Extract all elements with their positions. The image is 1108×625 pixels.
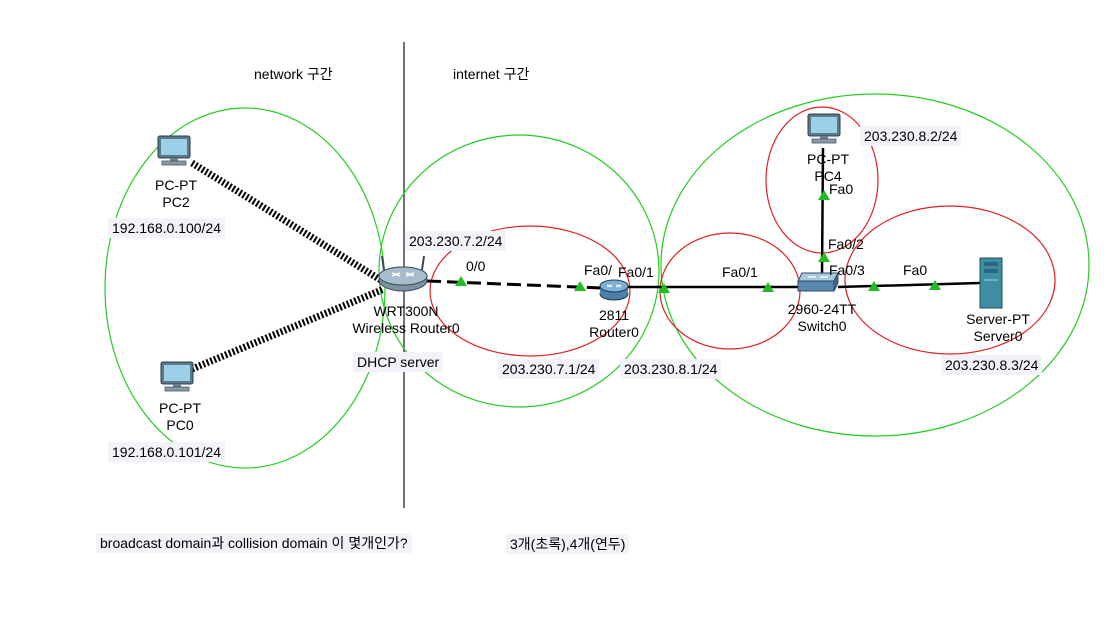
wireless-link-pc2 [190,160,386,285]
server-icon[interactable] [979,257,1003,309]
link-up-indicator [658,283,670,293]
port-label-wrt-wan: 0/0 [466,258,486,274]
switch-label: 2960-24TT Switch0 [774,301,870,335]
pc4-label: PC-PT PC4 [796,151,860,184]
port-label-switch-up: Fa0/2 [828,236,864,252]
device-type: Server-PT [966,311,1030,327]
zone-label-internet: internet 구간 [453,66,530,82]
link-up-indicator [818,252,830,262]
router-ip-left: 203.230.7.1/24 [498,359,600,379]
zone-label-network: network 구간 [254,66,333,82]
port-label-server: Fa0 [903,262,928,278]
device-name: Wireless Router0 [352,320,460,336]
question-note: broadcast domain과 collision domain 이 몇개인… [96,533,412,553]
broadcast-domain-server-lan [660,93,1090,437]
port-label-router-left: Fa0/ [584,262,613,278]
device-type: 2811 [598,307,630,323]
port-label-router-right: Fa0/1 [618,264,654,280]
device-type: 2960-24TT [787,301,857,317]
wireless-link-pc0 [190,285,386,373]
device-type: PC-PT [807,151,849,167]
pc-icon[interactable] [807,113,841,144]
server-ip: 203.230.8.3/24 [941,355,1043,375]
router-ip-right: 203.230.8.1/24 [620,359,722,379]
device-name: Router0 [589,324,639,340]
collision-domain-server [844,205,1056,355]
link-up-indicator [455,276,467,286]
device-type: WRT300N [373,303,439,319]
pc0-label: PC-PT PC0 [148,400,212,434]
port-label-pc4: Fa0 [829,181,854,197]
link-up-indicator [929,280,941,290]
pc2-label: PC-PT PC2 [144,177,208,211]
link-up-indicator [762,282,774,292]
broadcast-domain-wan [378,134,660,408]
pc-icon[interactable] [160,361,194,392]
device-name: PC0 [166,417,194,433]
router-icon[interactable] [599,279,629,301]
link-up-indicator [574,281,586,291]
port-label-switch-right: Fa0/3 [829,262,865,278]
device-type: PC-PT [155,177,197,193]
broadcast-domain-lan [104,107,386,469]
port-label-switch-left: Fa0/1 [722,264,758,280]
link-up-indicator [868,281,880,291]
dhcp-server-label: DHCP server [353,352,444,372]
router-label: 2811 Router0 [584,307,644,341]
link-up-indicator [818,190,830,200]
server-label: Server-PT Server0 [950,311,1046,345]
wireless-router-icon[interactable] [378,255,428,292]
collision-domain-wan [429,225,631,357]
pc-icon[interactable] [157,135,191,166]
link-wrt-router [426,279,603,290]
device-name: PC4 [814,168,842,184]
pc4-ip: 203.230.8.2/24 [860,126,962,146]
pc0-ip: 192.168.0.101/24 [108,442,225,462]
link-switch-pc4 [820,147,825,276]
device-name: PC2 [162,194,190,210]
device-type: PC-PT [159,400,201,416]
wrt-label: WRT300N Wireless Router0 [334,303,478,337]
link-switch-server [837,281,981,289]
pc2-ip: 192.168.0.100/24 [108,218,225,238]
switch-icon[interactable] [797,272,839,292]
answer-note: 3개(초록),4개(연두) [506,534,630,554]
device-name: Switch0 [797,318,847,334]
wrt-wan-ip: 203.230.7.2/24 [405,231,507,251]
device-name: Server0 [973,328,1023,344]
